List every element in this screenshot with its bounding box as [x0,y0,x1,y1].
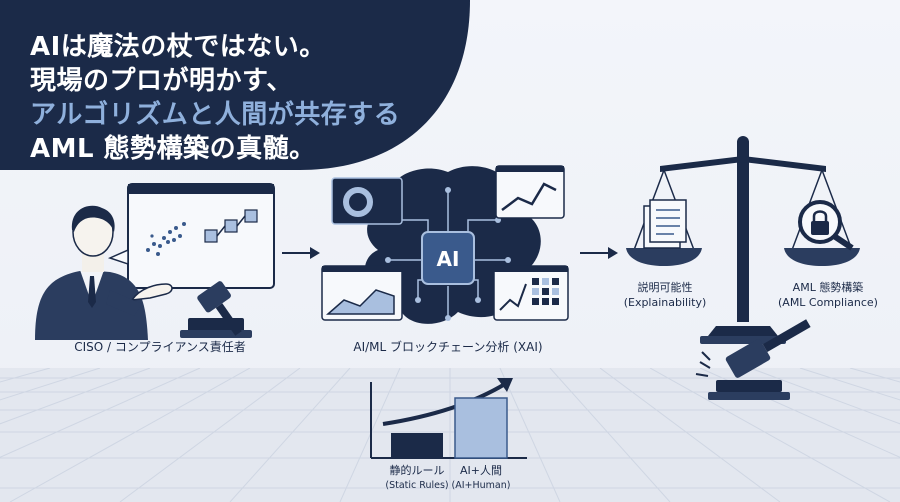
area-chart-window [321,265,403,321]
bar-ai-human [454,397,508,459]
aml-compliance-subtitle: (AML Compliance) [778,296,878,309]
gavel-icon [695,319,811,400]
category-sub-ai-human: (AI+Human) [452,480,511,491]
ai-chip-icon: AI [421,231,475,285]
category-label-static: 静的ルール [390,463,445,477]
headline: AIは魔法の杖ではない。 現場のプロが明かす、 アルゴリズムと人間が共存する A… [30,30,450,166]
headline-line-1: AIは魔法の杖ではない。 [30,32,326,62]
aml-compliance-title: AML 態勢構築 [792,281,864,294]
headline-line-2: 現場のプロが明かす、 [30,66,293,96]
gavel-icon [180,281,252,338]
headline-line-4: AML 態勢構築の真髄。 [30,134,316,164]
arrow-right-icon [282,247,320,259]
explainability-subtitle: (Explainability) [623,296,707,309]
ciso-illustration [35,183,275,340]
ai-analysis-illustration: AI [321,165,569,324]
scale-icon [626,136,860,344]
aml-compliance-label: AML 態勢構築 (AML Compliance) [768,280,888,310]
document-icon [643,199,687,249]
ciso-label: CISO / コンプライアンス責任者 [74,340,246,354]
lock-magnifier-icon [798,200,854,251]
chip-label: AI [437,247,460,271]
balance-scale-illustration [626,136,860,400]
headline-line-3: アルゴリズムと人間が共存する [30,100,401,130]
arrow-right-icon [580,247,618,259]
headline-background [0,0,470,170]
line-chart-window [495,165,565,219]
bar-static-rules [391,433,443,458]
category-label-ai-human: AI+人間 [460,464,502,477]
explainability-title: 説明可能性 [637,281,693,294]
heatmap-window [493,265,569,321]
explainability-label: 説明可能性 (Explainability) [610,280,720,310]
comparison-bar-chart: 静的ルール (Static Rules) AI+人間 (AI+Human) [370,378,527,491]
presentation-board [127,183,275,289]
trend-arrow-head-icon [497,378,513,392]
donut-chart-window [331,177,403,225]
category-sub-static: (Static Rules) [385,480,448,491]
person-icon [35,205,173,340]
trend-arrow-line [382,382,507,426]
ai-analysis-label: AI/ML ブロックチェーン分析 (XAI) [353,340,543,354]
